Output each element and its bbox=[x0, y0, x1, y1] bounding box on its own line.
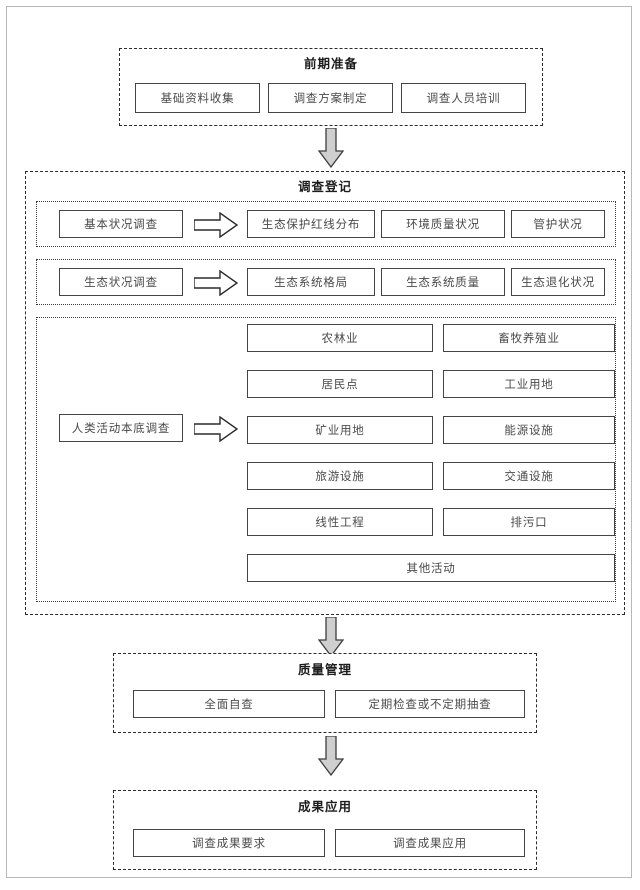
down-block-arrow-3 bbox=[317, 735, 345, 777]
group-eco-status: 生态状况调查 生态系统格局 生态系统质量 生态退化状况 bbox=[36, 259, 616, 305]
node-basic-source[interactable]: 基本状况调查 bbox=[59, 210, 183, 238]
right-block-arrow-icon bbox=[193, 415, 239, 443]
stage-results-title: 成果应用 bbox=[297, 800, 352, 814]
node-prep-1[interactable]: 基础资料收集 bbox=[135, 83, 260, 113]
node-basic-2[interactable]: 环境质量状况 bbox=[381, 210, 505, 238]
node-human-10[interactable]: 排污口 bbox=[443, 508, 615, 536]
stage-registration: 调查登记 基本状况调查 生态保护红线分布 环境质量状况 管护状况 生态状况调查 … bbox=[25, 171, 625, 615]
node-quality-2[interactable]: 定期检查或不定期抽查 bbox=[335, 690, 525, 718]
node-prep-3[interactable]: 调查人员培训 bbox=[401, 83, 526, 113]
node-basic-1[interactable]: 生态保护红线分布 bbox=[247, 210, 375, 238]
node-eco-source[interactable]: 生态状况调查 bbox=[59, 268, 183, 296]
group-human-activity: 人类活动本底调查 农林业 畜牧养殖业 居民点 工业用地 矿业用地 能源设施 旅游… bbox=[36, 317, 616, 602]
stage-preparation: 前期准备 基础资料收集 调查方案制定 调查人员培训 bbox=[119, 48, 543, 126]
node-eco-3[interactable]: 生态退化状况 bbox=[511, 268, 605, 296]
node-human-9[interactable]: 线性工程 bbox=[247, 508, 433, 536]
node-human-source[interactable]: 人类活动本底调查 bbox=[59, 414, 183, 442]
right-block-arrow-3 bbox=[193, 415, 239, 443]
node-human-1[interactable]: 农林业 bbox=[247, 324, 433, 352]
stage-preparation-title: 前期准备 bbox=[303, 57, 358, 71]
right-block-arrow-icon bbox=[193, 211, 239, 239]
down-block-arrow-icon bbox=[317, 735, 345, 777]
node-results-1[interactable]: 调查成果要求 bbox=[133, 829, 325, 857]
node-human-other[interactable]: 其他活动 bbox=[247, 554, 615, 582]
node-human-5[interactable]: 矿业用地 bbox=[247, 416, 433, 444]
stage-results-application: 成果应用 调查成果要求 调查成果应用 bbox=[113, 790, 537, 870]
node-eco-1[interactable]: 生态系统格局 bbox=[247, 268, 375, 296]
right-block-arrow-1 bbox=[193, 211, 239, 239]
node-basic-3[interactable]: 管护状况 bbox=[511, 210, 605, 238]
node-quality-1[interactable]: 全面自查 bbox=[133, 690, 325, 718]
down-block-arrow-icon bbox=[317, 127, 345, 169]
group-basic-status: 基本状况调查 生态保护红线分布 环境质量状况 管护状况 bbox=[36, 201, 616, 247]
node-human-7[interactable]: 旅游设施 bbox=[247, 462, 433, 490]
stage-registration-title: 调查登记 bbox=[297, 180, 352, 194]
down-block-arrow-icon bbox=[317, 616, 345, 658]
node-human-8[interactable]: 交通设施 bbox=[443, 462, 615, 490]
node-human-4[interactable]: 工业用地 bbox=[443, 370, 615, 398]
node-human-2[interactable]: 畜牧养殖业 bbox=[443, 324, 615, 352]
down-block-arrow-1 bbox=[317, 127, 345, 169]
page-frame: 前期准备 基础资料收集 调查方案制定 调查人员培训 调查登记 基本状况调查 生态… bbox=[6, 6, 632, 878]
node-results-2[interactable]: 调查成果应用 bbox=[335, 829, 525, 857]
stage-quality-title: 质量管理 bbox=[297, 663, 352, 677]
right-block-arrow-2 bbox=[193, 269, 239, 297]
node-prep-2[interactable]: 调查方案制定 bbox=[268, 83, 393, 113]
node-eco-2[interactable]: 生态系统质量 bbox=[381, 268, 505, 296]
down-block-arrow-2 bbox=[317, 616, 345, 658]
stage-quality-management: 质量管理 全面自查 定期检查或不定期抽查 bbox=[113, 653, 537, 733]
right-block-arrow-icon bbox=[193, 269, 239, 297]
node-human-6[interactable]: 能源设施 bbox=[443, 416, 615, 444]
node-human-3[interactable]: 居民点 bbox=[247, 370, 433, 398]
